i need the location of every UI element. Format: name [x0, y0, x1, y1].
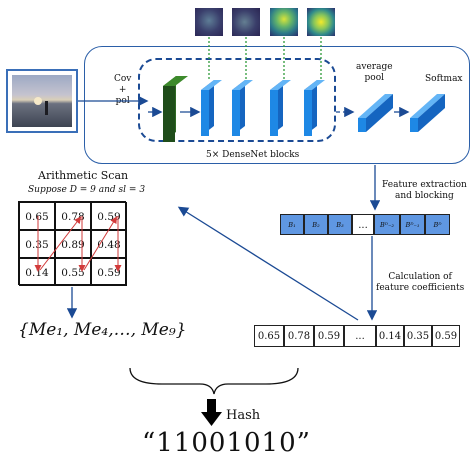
coefficient-cell: 0.35 — [404, 325, 432, 347]
coefficient-cell: ... — [344, 325, 376, 347]
coefficient-cell: 0.65 — [254, 325, 284, 347]
coefficient-cell: 0.59 — [432, 325, 460, 347]
softmax-block — [410, 94, 445, 132]
dense-block-4 — [304, 80, 325, 136]
densenet-caption: 5× DenseNet blocks — [206, 150, 300, 160]
feature-map-1 — [195, 8, 223, 36]
feature-map-2 — [232, 8, 260, 36]
coefficient-cell: 0.14 — [376, 325, 404, 347]
feature-coefficients-label: Calculation of feature coefficients — [376, 272, 465, 293]
feature-extraction-label: Feature extraction and blocking — [382, 180, 467, 201]
scan-assumption: Suppose D = 9 and sl = 3 — [28, 185, 146, 195]
grouping-brace — [129, 367, 299, 395]
feature-map-connectors — [208, 37, 322, 80]
grid-cell: 0.35 — [19, 230, 55, 258]
feature-map-4 — [307, 8, 335, 36]
block-cell: B₂ — [304, 214, 328, 235]
coefficient-cell: 0.78 — [284, 325, 314, 347]
block-cell: B₁ — [280, 214, 304, 235]
dense-block-3 — [270, 80, 291, 136]
coefficient-row: 0.65 0.78 0.59 ... 0.14 0.35 0.59 — [254, 325, 460, 347]
scan-path — [34, 216, 122, 272]
grid-cell: 0.65 — [19, 202, 55, 230]
feature-blocks-row: B₁ B₂ B₃ ... Bᴰ₋₂ Bᴰ₋₁ Bᴰ — [280, 214, 450, 235]
dense-block-2 — [232, 80, 253, 136]
block-cell: ... — [352, 214, 374, 235]
feature-map-3 — [270, 8, 298, 36]
block-cell: Bᴰ₋₂ — [374, 214, 400, 235]
selected-elements-set: {Me₁, Me₄,…, Me₉} — [18, 320, 187, 340]
input-image — [6, 69, 78, 133]
coefficient-cell: 0.59 — [314, 325, 344, 347]
block-cell: Bᴰ — [425, 214, 450, 235]
grid-cell: 0.14 — [19, 258, 55, 286]
block-cell: Bᴰ₋₁ — [400, 214, 425, 235]
average-pool-label: average pool — [356, 62, 393, 83]
arrow-coefficients-to-scan — [177, 206, 359, 321]
cnn-pipeline-frame — [84, 46, 470, 164]
block-cell: B₃ — [328, 214, 352, 235]
grid-cell: 0.89 — [55, 230, 91, 258]
conv-pool-block — [163, 76, 188, 142]
hash-output: “11001010” — [142, 428, 311, 458]
arithmetic-scan-title: Arithmetic Scan — [38, 169, 129, 182]
grid-cell: 0.48 — [91, 230, 127, 258]
softmax-label: Softmax — [425, 74, 463, 84]
hash-label: Hash — [226, 408, 261, 423]
hash-arrow — [201, 399, 222, 426]
dense-block-1 — [201, 80, 222, 136]
average-pool-block — [358, 94, 393, 132]
